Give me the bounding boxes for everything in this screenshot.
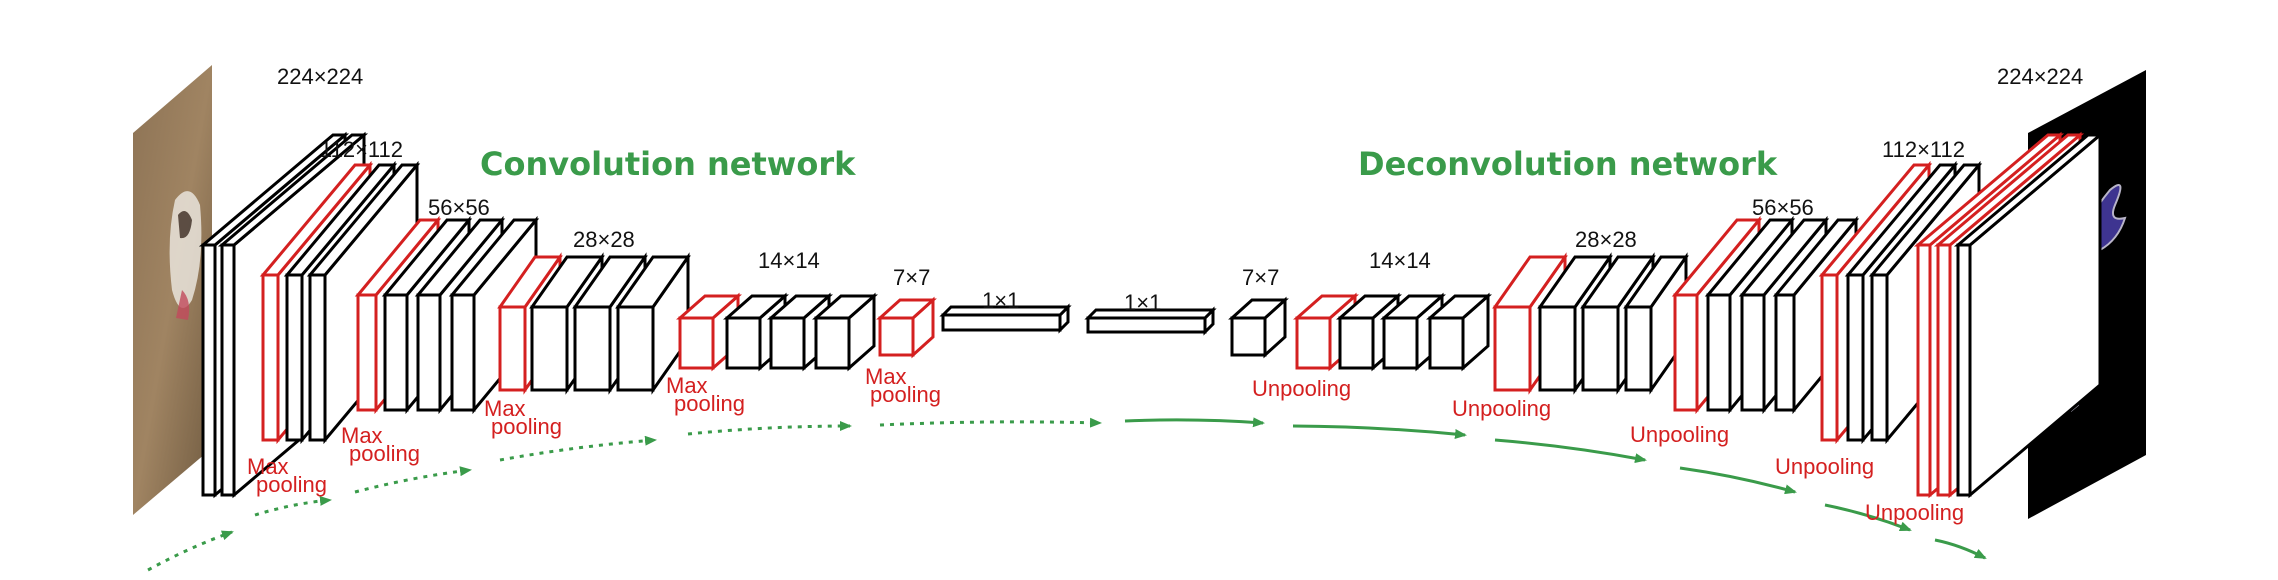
unpooling-label-1: Unpooling — [1252, 376, 1351, 401]
size-label-14-deconv: 14×14 — [1369, 248, 1431, 273]
convolution-network-title: Convolution network — [480, 145, 856, 183]
size-label-224-conv: 224×224 — [277, 64, 363, 89]
deconvolution-network-title: Deconvolution network — [1358, 145, 1778, 183]
conv-layer-block-13 — [615, 252, 691, 395]
flow-arrow-6 — [879, 417, 1102, 428]
flow-arrow-12 — [1934, 538, 1987, 560]
max-pooling-label-1-pooling: pooling — [256, 472, 327, 497]
unpooling-label-3: Unpooling — [1630, 422, 1729, 447]
max-pooling-label-1-max: Max — [247, 454, 289, 479]
flow-arrow-11 — [1824, 503, 1912, 532]
max-pooling-label-5-max: Max — [865, 364, 907, 389]
conv-layer-block-39 — [1953, 131, 2105, 499]
input-image — [133, 65, 212, 515]
unpooling-label-5: Unpooling — [1865, 500, 1964, 525]
size-label-28-deconv: 28×28 — [1575, 227, 1637, 252]
size-label-28-conv: 28×28 — [573, 227, 635, 252]
flow-arrow-10 — [1679, 466, 1797, 495]
max-pooling-label-2-max: Max — [341, 423, 383, 448]
size-label-112-conv: 112×112 — [320, 137, 403, 162]
flow-arrow-7 — [1124, 417, 1265, 428]
max-pooling-label-2-pooling: pooling — [349, 441, 420, 466]
layer-blocks — [198, 131, 2105, 499]
max-pooling-label-4-pooling: pooling — [674, 391, 745, 416]
conv-layer-block-25 — [1426, 292, 1492, 372]
size-label-56-conv: 56×56 — [428, 195, 490, 220]
flow-arrow-4 — [499, 435, 657, 462]
pooling-layer-block-18 — [876, 296, 937, 359]
conv-layer-block-19 — [939, 303, 1072, 334]
max-pooling-label-5-pooling: pooling — [870, 382, 941, 407]
conv-layer-block-20 — [1084, 306, 1217, 336]
size-label-7-deconv: 7×7 — [1242, 265, 1279, 290]
flow-arrow-5 — [687, 421, 852, 436]
size-label-fc2: 1×1 — [1124, 290, 1161, 315]
max-pooling-label-3-pooling: pooling — [491, 414, 562, 439]
unpooling-label-4: Unpooling — [1775, 454, 1874, 479]
flow-arrow-2 — [254, 495, 332, 517]
flow-arrow-3 — [354, 466, 472, 494]
flow-arrow-1 — [147, 530, 234, 572]
max-pooling-label-3-max: Max — [484, 396, 526, 421]
size-label-224-deconv: 224×224 — [1997, 64, 2083, 89]
conv-layer-block-21 — [1228, 296, 1289, 359]
flow-arrow-9 — [1494, 438, 1647, 464]
size-label-fc1: 1×1 — [982, 288, 1019, 313]
size-label-112-deconv: 112×112 — [1882, 137, 1965, 162]
max-pooling-label-4-max: Max — [666, 373, 708, 398]
size-label-14-conv: 14×14 — [758, 248, 820, 273]
flow-arrows — [147, 417, 1987, 572]
unpooling-label-2: Unpooling — [1452, 396, 1551, 421]
conv-layer-block-17 — [812, 292, 878, 372]
size-label-56-deconv: 56×56 — [1752, 195, 1814, 220]
flow-arrow-8 — [1292, 424, 1467, 439]
size-label-7-conv: 7×7 — [893, 265, 930, 290]
